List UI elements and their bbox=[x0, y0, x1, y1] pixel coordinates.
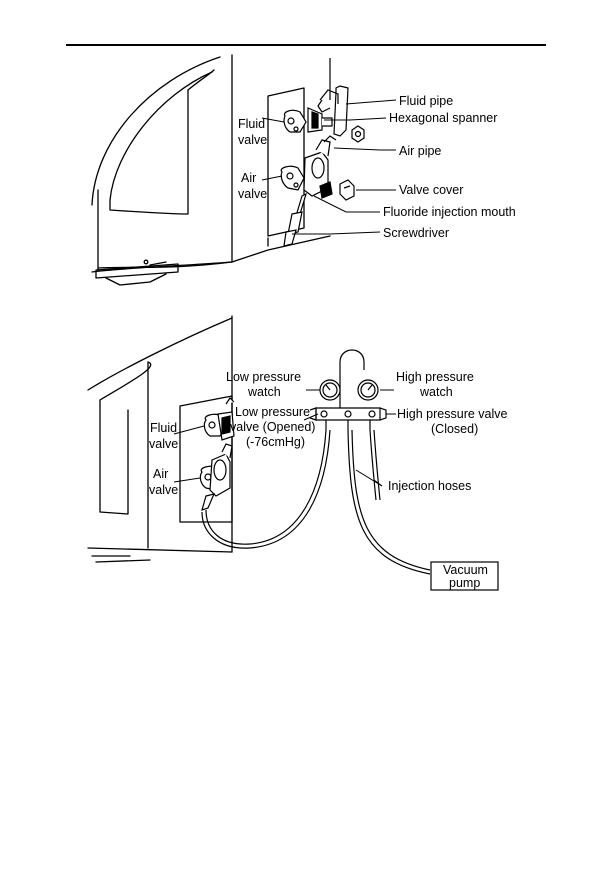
label-vacuum-pump-line2: pump bbox=[449, 576, 480, 590]
label-screwdriver: Screwdriver bbox=[383, 226, 449, 240]
label-air-valve-2-line1: Air bbox=[153, 467, 168, 481]
label-high-pressure-valve-line2: (Closed) bbox=[431, 422, 478, 436]
hexagonal-spanner bbox=[351, 125, 365, 143]
figure2-leaders bbox=[173, 389, 396, 487]
label-injection-hoses: Injection hoses bbox=[388, 479, 471, 493]
fluid-pipe bbox=[317, 58, 349, 137]
label-fluid-valve-2-line2: valve bbox=[149, 437, 178, 451]
label-low-pressure-watch-line1: Low pressure bbox=[226, 370, 301, 384]
manifold-gauge bbox=[309, 349, 387, 430]
label-high-pressure-valve-line1: High pressure valve bbox=[397, 407, 508, 421]
figure1-leaders bbox=[261, 99, 397, 235]
air-pipe bbox=[323, 135, 337, 143]
header-rule bbox=[66, 44, 546, 46]
label-air-pipe: Air pipe bbox=[399, 144, 441, 158]
injection-hoses bbox=[201, 429, 431, 575]
label-low-pressure-valve-line2: valve (Opened) bbox=[230, 420, 315, 434]
air-valve bbox=[280, 139, 333, 199]
air-valve-2 bbox=[199, 443, 233, 511]
label-fluid-valve-line2: valve bbox=[238, 133, 267, 147]
label-high-pressure-watch-line2: watch bbox=[419, 385, 453, 399]
label-air-valve-line2: valve bbox=[238, 187, 267, 201]
label-fluoride-injection-mouth: Fluoride injection mouth bbox=[383, 205, 516, 219]
label-high-pressure-watch-line1: High pressure bbox=[396, 370, 474, 384]
label-low-pressure-watch-line2: watch bbox=[247, 385, 281, 399]
label-low-pressure-valve-line1: Low pressure bbox=[235, 405, 310, 419]
valve-panel-plate-2 bbox=[179, 395, 233, 523]
label-hexagonal-spanner: Hexagonal spanner bbox=[389, 111, 497, 125]
label-low-pressure-valve-line3: (-76cmHg) bbox=[246, 435, 305, 449]
outdoor-unit-body bbox=[91, 54, 331, 286]
valve-panel-plate bbox=[267, 87, 305, 237]
valve-cover bbox=[339, 179, 355, 201]
label-fluid-valve-2-line1: Fluid bbox=[150, 421, 177, 435]
label-fluid-pipe: Fluid pipe bbox=[399, 94, 453, 108]
label-fluid-valve-line1: Fluid bbox=[238, 117, 265, 131]
label-valve-cover: Valve cover bbox=[399, 183, 463, 197]
fluid-valve-2 bbox=[203, 397, 235, 441]
vacuum-pump bbox=[430, 561, 499, 591]
label-vacuum-pump-line1: Vacuum bbox=[443, 563, 488, 577]
label-air-valve-2-line2: valve bbox=[149, 483, 178, 497]
label-air-valve-line1: Air bbox=[241, 171, 256, 185]
